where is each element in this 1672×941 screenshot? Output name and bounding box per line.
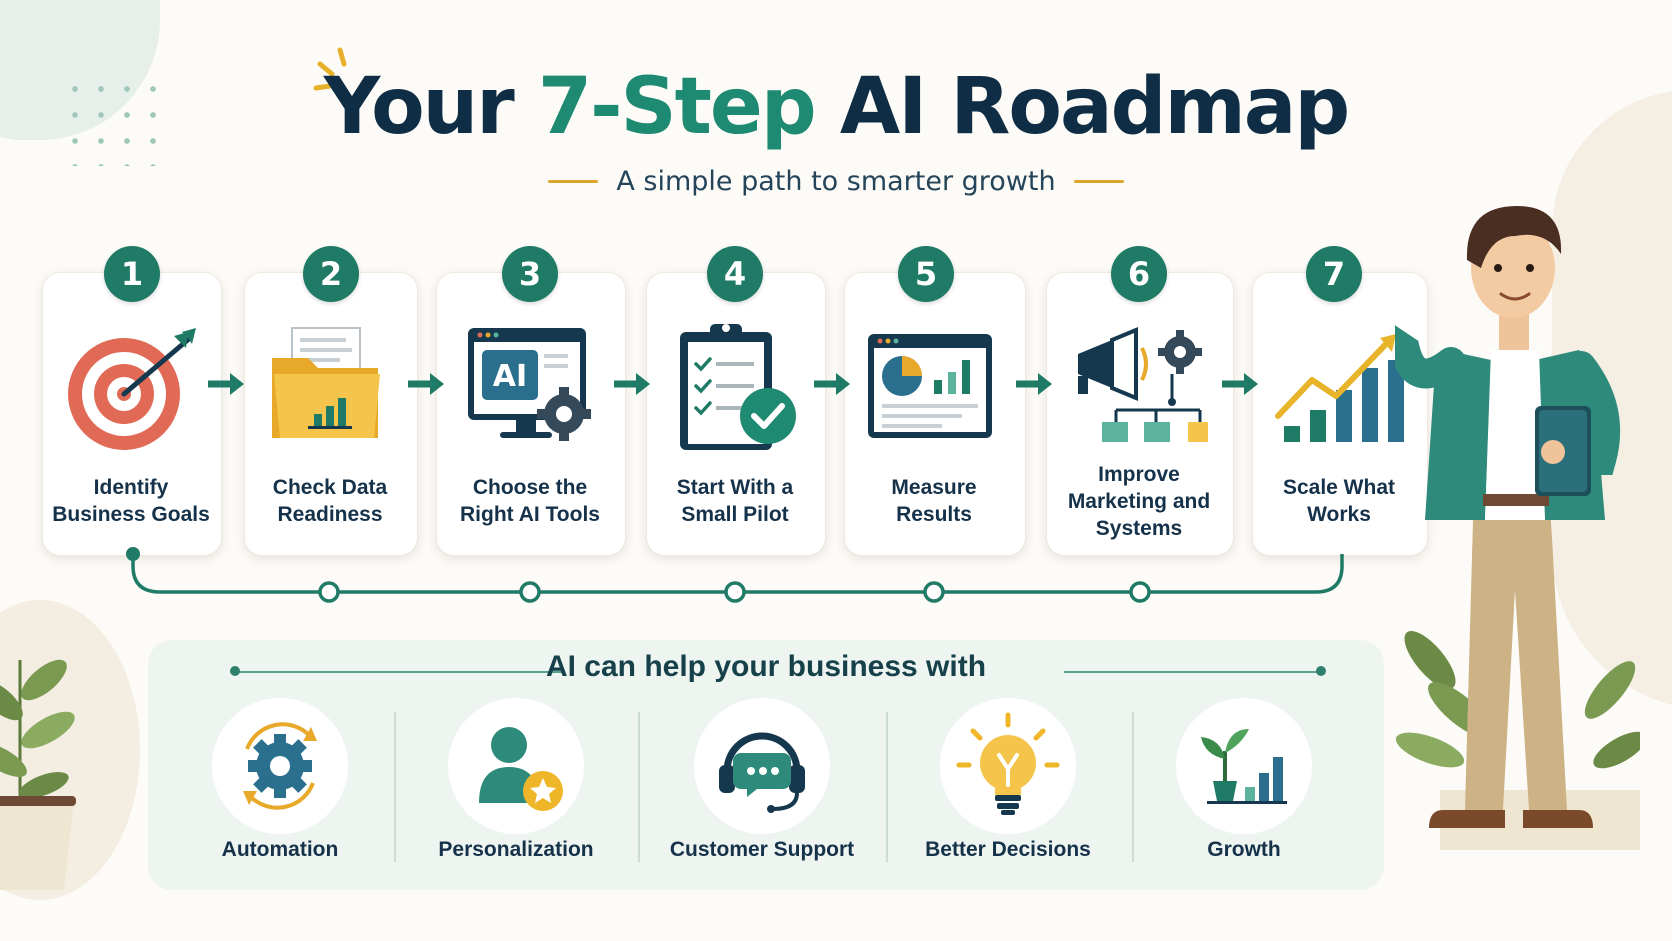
step-number-badge: 4 (707, 246, 763, 302)
step-label: Check Data Readiness (272, 476, 388, 526)
step-arrow-icon (408, 373, 444, 395)
benefit-better-decisions (940, 698, 1076, 834)
benefit-divider (638, 712, 640, 862)
benefit-automation (212, 698, 348, 834)
step-arrow-icon (814, 373, 850, 395)
timeline-connector (126, 547, 1344, 603)
step-label: Measure Results (891, 476, 977, 526)
headset-chat-icon (719, 732, 805, 813)
page-subtitle: A simple path to smarter growth (616, 166, 1056, 197)
clipboard-check-icon (680, 324, 796, 450)
benefit-label: Personalization (438, 838, 594, 861)
presenter-illustration (1395, 206, 1621, 828)
step-number-badge: 6 (1111, 246, 1167, 302)
panel-rule-dot (230, 666, 240, 676)
potted-plant-illustration (0, 659, 76, 890)
subtitle-rule (548, 180, 599, 183)
step-number-badge: 2 (303, 246, 359, 302)
benefit-label: Automation (221, 838, 339, 861)
subtitle-row: A simple path to smarter growth (0, 166, 1672, 197)
benefit-divider (1132, 712, 1134, 862)
step-number-badge: 5 (898, 246, 954, 302)
subtitle-rule (1073, 180, 1124, 183)
benefit-divider (394, 712, 396, 862)
target-icon (68, 328, 196, 450)
growth-chart-icon (1275, 334, 1404, 442)
benefit-divider (886, 712, 888, 862)
step-card-6 (1046, 272, 1234, 556)
benefits-title: AI can help your business with (545, 650, 987, 683)
data-folder-icon (272, 327, 380, 438)
panel-rule-dot (1316, 666, 1326, 676)
benefit-label: Customer Support (669, 838, 855, 861)
step-number-badge: 1 (104, 246, 160, 302)
step-label: Choose the Right AI Tools (460, 476, 600, 526)
step-arrow-icon (1016, 373, 1052, 395)
gear-cycle-icon (243, 722, 317, 810)
panel-title-rule (1064, 671, 1320, 673)
lightbulb-icon (956, 712, 1060, 815)
page-title: Your 7-Step AI Roadmap (323, 62, 1350, 152)
step-number-badge: 7 (1306, 246, 1362, 302)
step-arrow-icon (208, 373, 244, 395)
user-star-icon (479, 727, 563, 811)
benefit-label: Growth (1207, 838, 1281, 861)
svg-text:AI: AI (493, 359, 527, 394)
step-label: Improve Marketing and Systems (1067, 462, 1211, 540)
benefit-label: Better Decisions (925, 838, 1091, 861)
panel-title-rule (234, 671, 564, 673)
step-label: Scale What Works (1282, 476, 1396, 526)
plant-chart-icon (1201, 729, 1287, 804)
step-label: Identify Business Goals (52, 476, 210, 526)
sparkle-icon (313, 47, 347, 91)
step-arrow-icon (614, 373, 650, 395)
benefit-personalization (448, 698, 584, 834)
ai-monitor-icon: AI (468, 328, 591, 441)
benefit-growth (1176, 698, 1312, 834)
benefit-customer-support (694, 698, 830, 834)
step-arrow-icon (1222, 373, 1258, 395)
step-label: Start With a Small Pilot (676, 476, 794, 526)
step-number-badge: 3 (502, 246, 558, 302)
megaphone-gear-icon (1078, 327, 1208, 442)
dashboard-icon (868, 334, 992, 438)
dot-pattern (62, 76, 162, 166)
